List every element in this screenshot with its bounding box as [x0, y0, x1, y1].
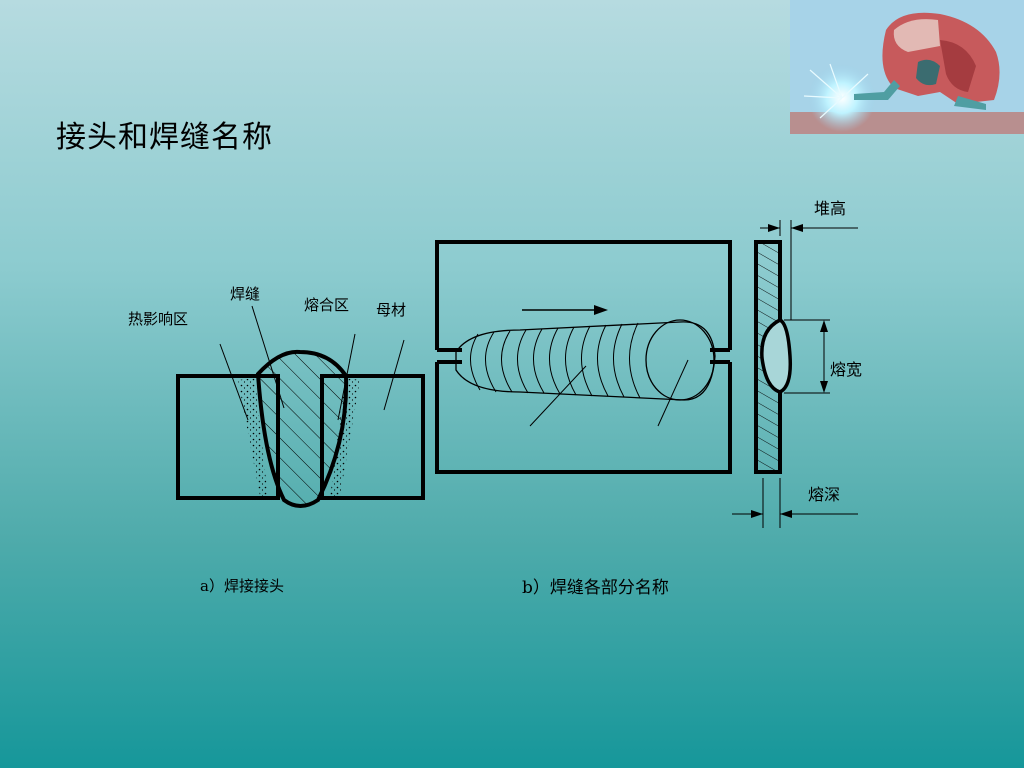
- label-penetration: 熔深: [808, 485, 840, 504]
- slide-title: 接头和焊缝名称: [56, 120, 273, 155]
- reinforcement-dimension: [760, 220, 858, 320]
- weld-ripple-bead: [455, 321, 716, 401]
- caption-b: b）焊缝各部分名称: [522, 578, 669, 598]
- label-haz: 热影响区: [128, 310, 188, 328]
- label-fusion-zone: 熔合区: [304, 296, 349, 314]
- weld-cross-section: [760, 318, 793, 394]
- welder-icon: [790, 0, 1024, 134]
- label-base-metal: 母材: [376, 301, 406, 319]
- caption-a: a）焊接接头: [200, 577, 284, 595]
- penetration-dimension: [732, 478, 858, 528]
- label-reinforcement: 堆高: [814, 199, 846, 218]
- heat-affected-zone: [238, 378, 268, 498]
- label-width: 熔宽: [830, 360, 862, 379]
- weld-seam-figure: 堆高 熔宽 熔深 b）焊缝各部分名称: [435, 199, 862, 598]
- weld-joint-figure: 热影响区 焊缝 熔合区 母材 a）焊接接头: [128, 285, 425, 595]
- label-weld: 焊缝: [230, 285, 260, 303]
- width-dimension: [784, 319, 830, 394]
- weld-bead: [255, 349, 349, 508]
- top-view-plate: [435, 240, 732, 474]
